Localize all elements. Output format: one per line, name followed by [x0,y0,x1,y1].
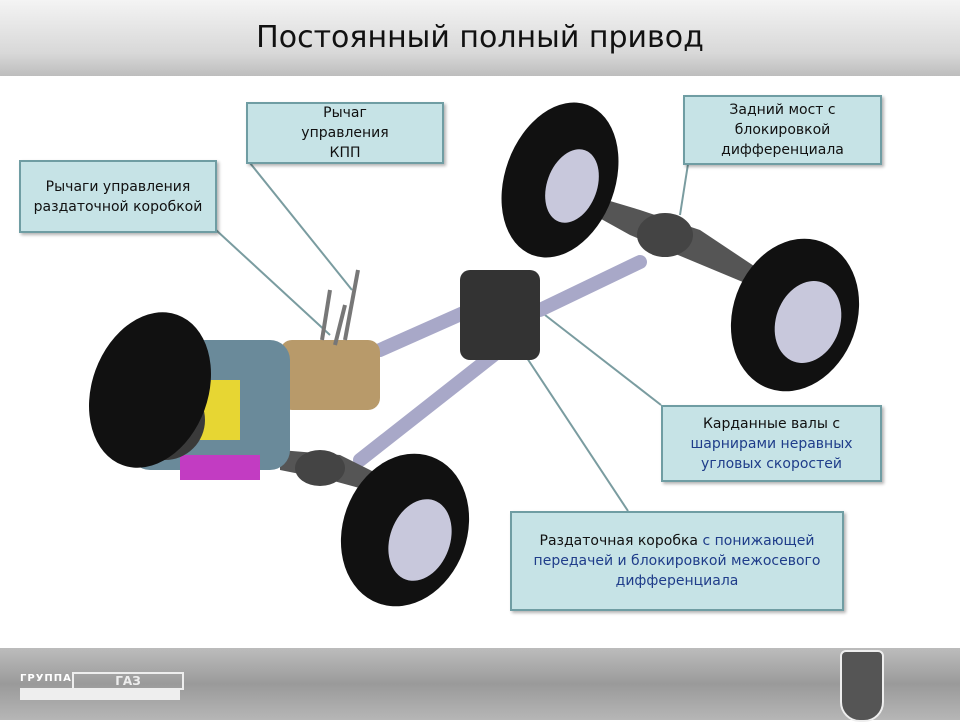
slide-title: Постоянный полный привод [256,20,704,55]
logo-bar [20,688,180,700]
label-text: Рычаги управления раздаточной коробкой [33,178,203,215]
wheel-front-right [340,453,470,607]
label-transfer-case: Раздаточная коробка с понижающей передач… [510,511,844,611]
gaz-deer-emblem-icon [840,650,884,722]
logo-text: ГРУППА [20,673,72,684]
wheels [89,102,860,607]
label-text: Раздаточная коробка с понижающей передач… [532,531,822,591]
label-text: Рычаг управления КПП [301,105,389,161]
levers [320,269,360,346]
wheel-front-left [89,312,211,468]
leader-lines [215,162,689,512]
label-gear-lever: Рычаг управления КПП [246,102,444,164]
label-text-plain: Карданные валы с [702,415,841,432]
label-rear-axle: Задний мост с блокировкой дифференциала [683,95,882,165]
wheel-rear-right [730,238,860,392]
label-text-highlight: с понижающей передачей и блокировкой меж… [533,533,821,589]
label-text: Задний мост с блокировкой дифференциала [721,102,844,158]
propshafts [353,255,647,467]
footer-band: ГРУППА ГАЗ [0,648,960,722]
rear-axle [585,195,760,285]
transfer-case [460,270,540,360]
wheel-rear-left [501,102,619,258]
gearbox [280,340,380,410]
label-propshafts: Карданные валы с шарнирами неравных углов… [661,405,882,482]
label-text: Карданные валы с шарнирами неравных углов… [663,414,880,474]
gaz-group-logo: ГРУППА ГАЗ [20,666,184,700]
label-text-plain: Раздаточная коробка [539,533,698,549]
label-transfer-levers: Рычаги управления раздаточной коробкой [19,160,217,233]
header-band: Постоянный полный привод [0,0,960,76]
label-text-highlight: шарнирами неравных угловых скоростей [690,435,853,472]
